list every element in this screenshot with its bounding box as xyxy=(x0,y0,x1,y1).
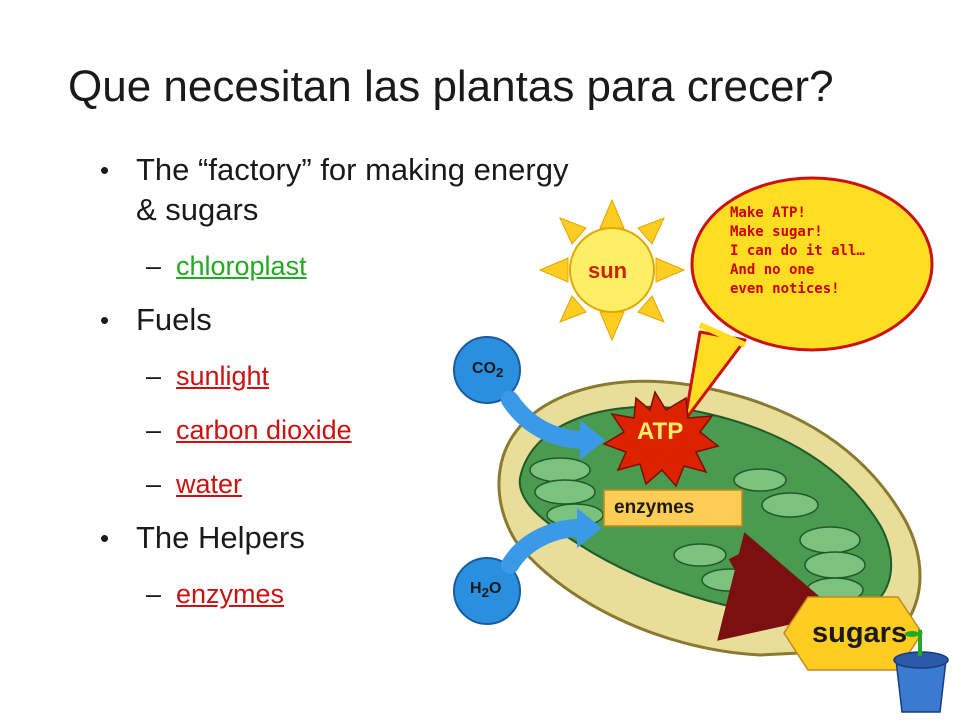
answer-sunlight: sunlight xyxy=(176,361,270,391)
bullet-fuels: • Fuels xyxy=(100,300,580,340)
co2-subscript: 2 xyxy=(496,365,504,381)
bullet-factory: • The “factory” for making energy & suga… xyxy=(100,150,580,230)
sub-bullet-chloroplast: – chloroplast xyxy=(100,248,580,284)
sub-bullet-dash: – xyxy=(146,361,162,391)
h2o-subscript: 2 xyxy=(481,585,489,601)
bullet-dot: • xyxy=(100,305,110,335)
slide-title: Que necesitan las plantas para crecer? xyxy=(68,62,834,111)
sub-bullet-dash: – xyxy=(146,469,162,499)
speech-line: even notices! xyxy=(730,281,840,297)
bullet-fuels-label: Fuels xyxy=(136,302,212,337)
atp-burst-icon xyxy=(602,390,720,488)
enzymes-label: enzymes xyxy=(614,497,695,518)
speech-line: I can do it all… xyxy=(730,243,865,259)
bullet-factory-label: The “factory” for making energy & sugars xyxy=(136,152,569,227)
sub-bullet-carbon-dioxide: – carbon dioxide xyxy=(100,412,580,448)
sub-bullet-dash: – xyxy=(146,251,162,281)
speech-line: And no one xyxy=(730,262,815,278)
enzymes-box xyxy=(603,489,743,527)
co2-label: CO2 xyxy=(472,360,503,380)
blue-pot-icon xyxy=(893,630,949,713)
bullet-dot: • xyxy=(100,523,110,553)
sun-label: sun xyxy=(588,258,628,283)
sub-bullet-dash: – xyxy=(146,579,162,609)
sugar-arrow-icon xyxy=(717,532,840,641)
co2-circle-icon xyxy=(453,336,521,404)
atp-label: ATP xyxy=(637,418,684,445)
sun-icon xyxy=(538,198,686,342)
speech-bubble-icon xyxy=(683,176,934,422)
answer-chloroplast: chloroplast xyxy=(176,251,307,281)
answer-enzymes: enzymes xyxy=(176,579,285,609)
sub-bullet-enzymes: – enzymes xyxy=(100,576,580,612)
sub-bullet-sunlight: – sunlight xyxy=(100,358,580,394)
bullet-helpers: • The Helpers xyxy=(100,518,580,558)
co2-text: CO xyxy=(472,360,496,377)
speech-line: Make ATP! xyxy=(730,205,806,221)
h2o-label: H2O xyxy=(470,580,501,600)
sub-bullet-dash: – xyxy=(146,415,162,445)
sugars-label: sugars xyxy=(812,617,908,649)
answer-water: water xyxy=(176,469,243,499)
bullet-list: • The “factory” for making energy & suga… xyxy=(100,150,580,612)
speech-bubble-text: Make ATP! Make sugar! I can do it all… A… xyxy=(730,204,865,299)
answer-carbon-dioxide: carbon dioxide xyxy=(176,415,352,445)
sub-bullet-water: – water xyxy=(100,466,580,502)
bullet-helpers-label: The Helpers xyxy=(136,520,305,555)
h2o-o-text: O xyxy=(488,580,502,597)
bullet-dot: • xyxy=(100,155,110,185)
blue-arrow-icon xyxy=(501,508,602,574)
speech-line: Make sugar! xyxy=(730,224,823,240)
h2o-h-text: H xyxy=(470,580,482,597)
h2o-circle-icon xyxy=(453,557,521,625)
blue-arrow-icon xyxy=(501,391,605,460)
